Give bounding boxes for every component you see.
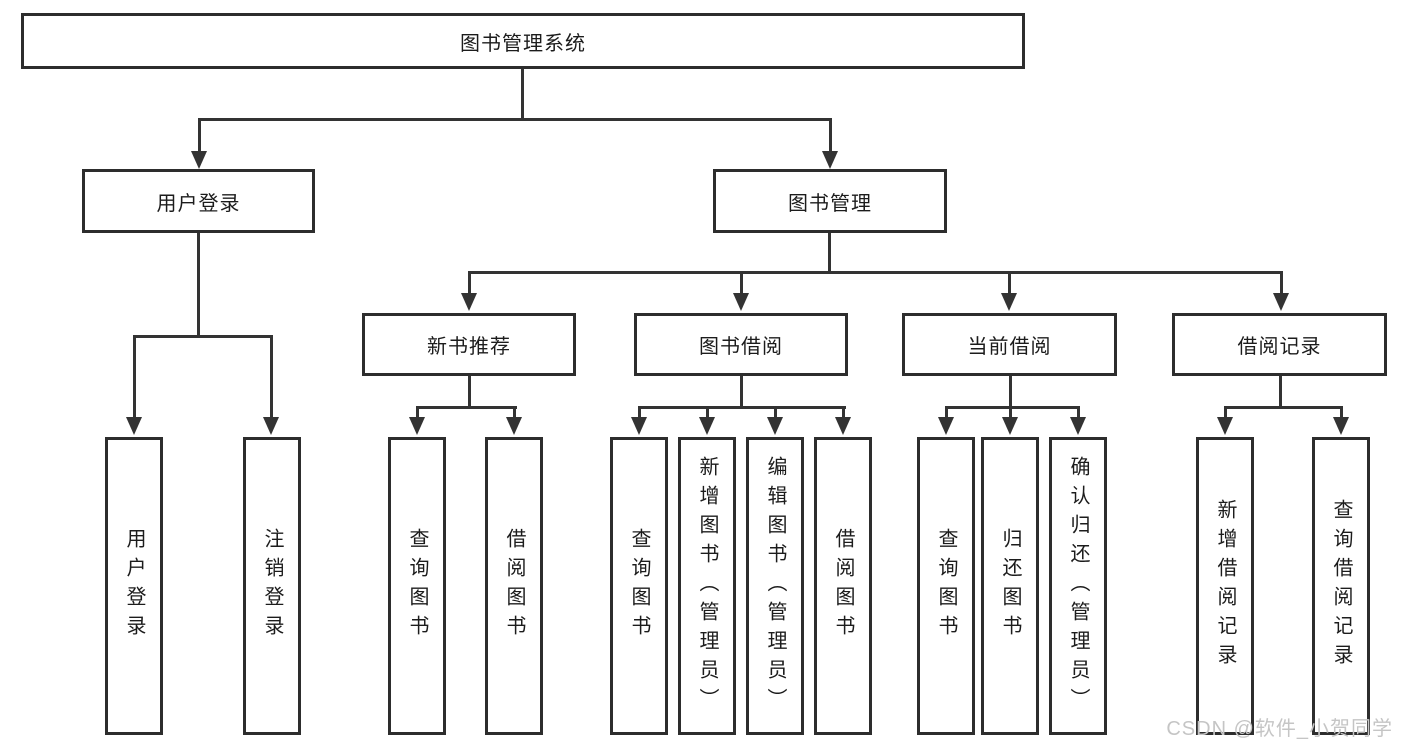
edge-book-mgmt-stub-line [828,233,831,274]
node-new-books: 新书推荐 [362,313,576,376]
node-leaf-bb-edit: 编辑图书（管理员） [746,437,804,735]
edge-to-book-mgmt-line [829,118,832,153]
edge-current-borrow-stub-line [1009,376,1012,409]
node-leaf-cb-confirm: 确认归还（管理员） [1049,437,1107,735]
edge-to-user-login-line [198,118,201,153]
node-leaf-bb-add: 新增图书（管理员） [678,437,736,735]
edge-to-current-borrow-line [1008,271,1011,295]
node-leaf-cb-return-label: 归还图书 [999,528,1021,644]
edge-to-leaf-br-query-line [1340,406,1343,419]
edge-to-new-books-line [468,271,471,295]
arrowhead-to-leaf-br-query [1333,417,1349,435]
node-leaf-br-add: 新增借阅记录 [1196,437,1254,735]
edge-to-leaf-bb-query-line [638,406,641,419]
edge-user-login-branch-line [133,335,273,338]
edge-borrow-records-stub-line [1279,376,1282,409]
edge-to-leaf-logout-line [270,335,273,418]
node-leaf-bb-query: 查询图书 [610,437,668,735]
node-book-borrow-label: 图书借阅 [699,336,783,358]
arrowhead-to-current-borrow [1001,293,1017,311]
node-leaf-user-login-label: 用户登录 [123,528,145,644]
node-borrow-records-label: 借阅记录 [1237,336,1322,358]
node-leaf-user-login: 用户登录 [105,437,163,735]
node-leaf-bb-borrow-label: 借阅图书 [832,528,854,644]
arrowhead-to-leaf-bb-borrow [835,417,851,435]
node-leaf-br-query: 查询借阅记录 [1312,437,1370,735]
edge-book-borrow-stub-line [740,376,743,409]
node-leaf-cb-query: 查询图书 [917,437,975,735]
edge-to-leaf-bb-add-line [706,406,709,419]
edge-to-leaf-user-login-line [133,335,136,418]
node-user-login: 用户登录 [82,169,315,233]
node-leaf-bb-add-label: 新增图书（管理员） [696,455,718,717]
watermark: CSDN @软件_小贺同学 [1166,718,1393,740]
node-leaf-cb-confirm-label: 确认归还（管理员） [1067,455,1089,717]
arrowhead-to-book-borrow [733,293,749,311]
node-leaf-nb-query-label: 查询图书 [406,528,428,644]
edge-to-leaf-bb-edit-line [774,406,777,419]
edge-to-leaf-cb-confirm-line [1077,406,1080,419]
edge-to-leaf-br-add-line [1224,406,1227,419]
edge-to-leaf-nb-query-line [416,406,419,419]
node-book-borrow: 图书借阅 [634,313,848,376]
edge-book-borrow-branch-line [638,406,846,409]
node-new-books-label: 新书推荐 [427,336,511,358]
node-leaf-br-query-label: 查询借阅记录 [1330,499,1352,673]
edge-user-login-stub-line [197,233,200,337]
edge-to-leaf-bb-borrow-line [842,406,845,419]
arrowhead-to-leaf-cb-confirm [1070,417,1086,435]
arrowhead-to-leaf-user-login [126,417,142,435]
arrowhead-to-leaf-bb-query [631,417,647,435]
arrowhead-to-leaf-bb-add [699,417,715,435]
node-user-login-label: 用户登录 [156,192,241,215]
edge-new-books-branch-line [416,406,517,409]
edge-to-leaf-cb-query-line [945,406,948,419]
edge-to-borrow-records-line [1280,271,1283,295]
edge-book-mgmt-branch-line [468,271,1283,274]
node-book-mgmt: 图书管理 [713,169,947,233]
arrowhead-to-leaf-br-add [1217,417,1233,435]
node-leaf-bb-edit-label: 编辑图书（管理员） [764,455,786,717]
node-current-borrow: 当前借阅 [902,313,1117,376]
arrowhead-to-leaf-cb-return [1002,417,1018,435]
arrowhead-to-leaf-nb-query [409,417,425,435]
node-leaf-nb-borrow: 借阅图书 [485,437,543,735]
node-leaf-nb-query: 查询图书 [388,437,446,735]
edge-current-borrow-branch-line [945,406,1080,409]
node-root: 图书管理系统 [21,13,1025,69]
node-borrow-records: 借阅记录 [1172,313,1387,376]
arrowhead-to-new-books [461,293,477,311]
edge-to-leaf-cb-return-line [1009,406,1012,419]
arrowhead-to-leaf-bb-edit [767,417,783,435]
arrowhead-to-leaf-nb-borrow [506,417,522,435]
node-leaf-bb-borrow: 借阅图书 [814,437,872,735]
edge-root-stub-line [521,69,524,118]
edge-new-books-stub-line [468,376,471,409]
node-book-mgmt-label: 图书管理 [788,192,872,215]
arrowhead-to-book-mgmt [822,151,838,169]
edge-to-book-borrow-line [740,271,743,295]
edge-borrow-records-branch-line [1224,406,1343,409]
node-leaf-logout: 注销登录 [243,437,301,735]
arrowhead-to-borrow-records [1273,293,1289,311]
arrowhead-to-leaf-logout [263,417,279,435]
node-leaf-br-add-label: 新增借阅记录 [1214,499,1236,673]
arrowhead-to-leaf-cb-query [938,417,954,435]
arrowhead-to-user-login [191,151,207,169]
edge-to-leaf-nb-borrow-line [513,406,516,419]
node-leaf-cb-return: 归还图书 [981,437,1039,735]
node-leaf-logout-label: 注销登录 [261,528,283,644]
node-root-label: 图书管理系统 [460,32,586,55]
node-leaf-bb-query-label: 查询图书 [628,528,650,644]
node-leaf-cb-query-label: 查询图书 [935,528,957,644]
edge-root-branch-line [198,118,832,121]
node-leaf-nb-borrow-label: 借阅图书 [503,528,525,644]
node-current-borrow-label: 当前借阅 [967,336,1052,358]
